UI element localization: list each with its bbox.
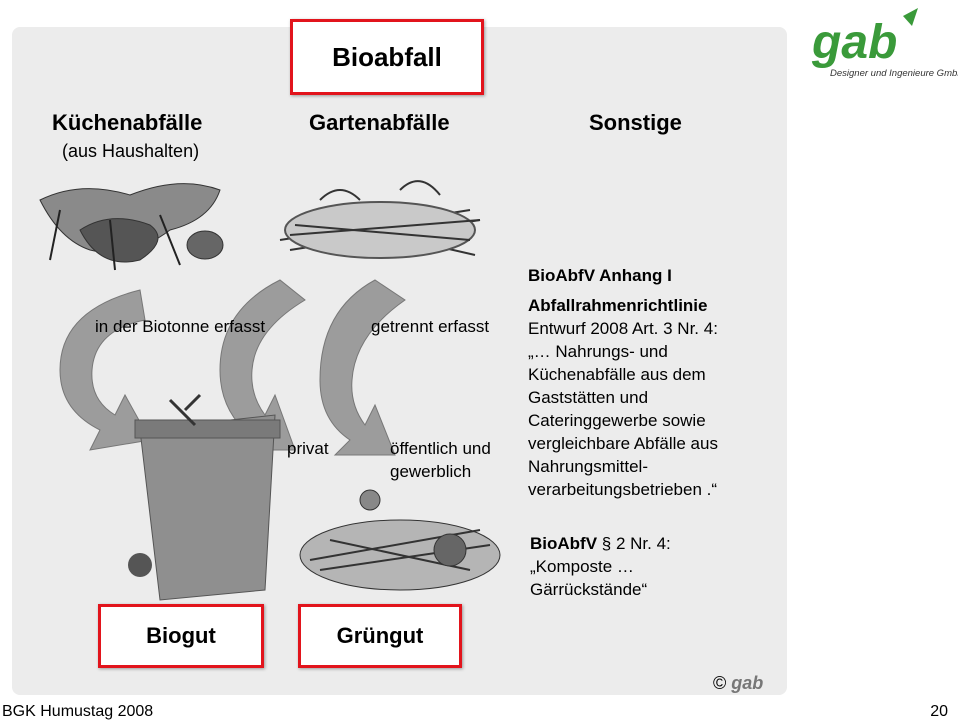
diagram-illustration xyxy=(39,180,501,601)
footer-event: BGK Humustag 2008 xyxy=(2,703,154,720)
page-number: 20 xyxy=(930,703,948,720)
garden-waste-image xyxy=(279,180,481,259)
kitchen-subheading: (aus Haushalten) xyxy=(62,141,200,161)
info-line: Küchenabfälle aus dem xyxy=(528,365,706,384)
info-block-bioabfv: BioAbfV § 2 Nr. 4: „Komposte … Gärrückst… xyxy=(530,532,671,601)
info-line: Gärrückstände“ xyxy=(530,580,648,599)
label-getrennt: getrennt erfasst xyxy=(371,317,490,336)
garden-heading: Gartenabfälle xyxy=(309,110,450,135)
info-line: Nahrungsmittel- xyxy=(528,457,648,476)
gruengut-box: Grüngut xyxy=(298,604,462,668)
info-line: Gaststätten und xyxy=(528,388,649,407)
page-title: Bioabfall xyxy=(290,19,484,95)
label-oeffentlich-1: öffentlich und xyxy=(390,439,491,458)
other-heading: Sonstige xyxy=(589,110,682,135)
info-line: Entwurf 2008 Art. 3 Nr. 4: xyxy=(528,319,718,338)
bio-bin-image xyxy=(128,393,281,601)
biogut-box: Biogut xyxy=(98,604,264,668)
arrow-oeffentlich xyxy=(319,279,406,456)
info-block-definition: BioAbfV Anhang I Abfallrahmenrichtlinie … xyxy=(528,264,718,501)
info-line: verarbeitungsbetrieben .“ xyxy=(528,480,718,499)
info-line: „Komposte … xyxy=(530,557,634,576)
info-heading-rahmenrichtlinie: Abfallrahmenrichtlinie xyxy=(528,296,708,315)
copyright-logo: gab xyxy=(731,673,764,693)
label-oeffentlich-2: gewerblich xyxy=(390,462,472,481)
info-bioabfv-bold: BioAbfV xyxy=(530,534,598,553)
info-line: BioAbfV § 2 Nr. 4: xyxy=(530,532,671,555)
copyright-symbol: © xyxy=(713,673,727,693)
label-privat: privat xyxy=(287,439,329,458)
logo-wordmark: gab xyxy=(811,16,897,69)
copyright-mark: © gab xyxy=(713,673,763,694)
info-line: Cateringgewerbe sowie xyxy=(528,411,706,430)
info-line: „… Nahrungs- und xyxy=(528,342,668,361)
info-line: vergleichbare Abfälle aus xyxy=(528,434,718,453)
gab-logo: gab Designer und Ingenieure GmbH xyxy=(808,8,960,80)
info-heading-anhang: BioAbfV Anhang I xyxy=(528,266,672,285)
arrow-biotonne xyxy=(59,289,151,451)
info-bioabfv-rest: § 2 Nr. 4: xyxy=(597,534,671,553)
compost-image xyxy=(299,489,501,591)
kitchen-waste-image xyxy=(39,183,224,271)
logo-tagline: Designer und Ingenieure GmbH xyxy=(830,68,958,79)
kitchen-heading: Küchenabfälle xyxy=(52,110,203,135)
label-biotonne: in der Biotonne erfasst xyxy=(95,317,266,336)
